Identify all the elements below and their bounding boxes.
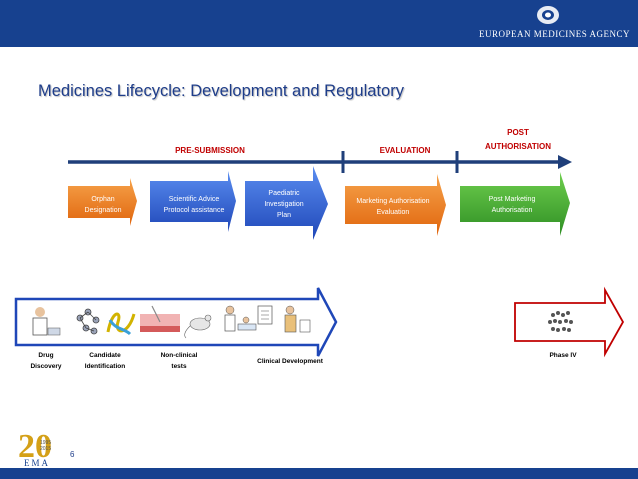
stage-candidate-line-2: Identification bbox=[84, 363, 126, 370]
timeline-arrowhead bbox=[558, 155, 572, 169]
orphan-line-2: Designation bbox=[84, 207, 122, 214]
stage-phase-iv: Phase IV bbox=[549, 352, 577, 359]
anniversary-logo: 20 bbox=[18, 428, 52, 465]
tissue-illustration bbox=[140, 305, 180, 332]
marketing-line-1: Marketing Authorisation bbox=[356, 198, 430, 205]
marketing-authorisation-label: Marketing Authorisation Evaluation bbox=[345, 196, 441, 218]
scientific-advice-arrow bbox=[150, 171, 236, 232]
protein-illustration bbox=[106, 312, 136, 336]
paediatric-line-2: Investigation bbox=[264, 201, 304, 208]
lab-mouse-illustration bbox=[184, 314, 212, 339]
stage-non-clinical-tests: Non-clinical tests bbox=[148, 350, 210, 372]
phase-label-pre-submission: PRE-SUBMISSION bbox=[175, 146, 245, 155]
scientific-advice-label: Scientific Advice Protocol assistance bbox=[152, 194, 236, 216]
paediatric-plan-label: Paediatric Investigation Plan bbox=[248, 188, 320, 221]
doctor-patient-illustration bbox=[224, 305, 257, 332]
paediatric-arrow bbox=[245, 166, 328, 240]
post-marketing-label: Post Marketing Authorisation bbox=[462, 194, 562, 216]
orphan-line-1: Orphan bbox=[91, 196, 115, 203]
clinician-illustration bbox=[284, 305, 311, 333]
stage-drug-discovery-line-2: Discovery bbox=[30, 363, 62, 370]
agency-emblem-icon bbox=[537, 6, 559, 24]
chart-document-illustration bbox=[257, 305, 273, 325]
stage-candidate-identification: Candidate Identification bbox=[74, 350, 136, 372]
stage-clinical-development: Clinical Development bbox=[257, 358, 323, 365]
orphan-arrow bbox=[68, 178, 137, 226]
marketing-line-2: Evaluation bbox=[376, 209, 410, 216]
footer-bar bbox=[0, 468, 638, 479]
phase-label-authorisation: AUTHORISATION bbox=[484, 142, 552, 151]
agency-name: EUROPEAN MEDICINES AGENCY bbox=[478, 29, 630, 39]
post-marketing-arrow bbox=[460, 172, 570, 236]
stage-candidate-line-1: Candidate bbox=[89, 352, 121, 359]
anniversary-years: 1995 2015 bbox=[40, 440, 52, 452]
paediatric-line-3: Plan bbox=[276, 212, 291, 219]
stage-non-clinical-line-2: tests bbox=[171, 363, 187, 370]
stage-non-clinical-line-1: Non-clinical bbox=[160, 352, 198, 359]
scientific-advice-line-2: Protocol assistance bbox=[163, 207, 225, 214]
post-marketing-line-1: Post Marketing bbox=[488, 196, 536, 203]
orphan-designation-label: Orphan Designation bbox=[72, 194, 134, 216]
population-crowd-illustration bbox=[548, 311, 573, 332]
ema-acronym: EMA bbox=[24, 458, 50, 468]
header-bar bbox=[0, 0, 638, 47]
drug-discovery-illustration bbox=[32, 307, 61, 336]
molecule-illustration bbox=[76, 308, 100, 335]
phase-label-evaluation: EVALUATION bbox=[379, 146, 431, 155]
phase-label-post: POST bbox=[507, 128, 529, 137]
paediatric-line-1: Paediatric bbox=[268, 190, 300, 197]
stage-drug-discovery: Drug Discovery bbox=[22, 350, 70, 372]
stage-drug-discovery-line-1: Drug bbox=[38, 352, 54, 359]
slide-title: Medicines Lifecycle: Development and Reg… bbox=[38, 82, 404, 100]
marketing-arrow bbox=[345, 174, 446, 236]
scientific-advice-line-1: Scientific Advice bbox=[168, 196, 220, 203]
post-marketing-line-2: Authorisation bbox=[491, 207, 533, 214]
page-number: 6 bbox=[70, 450, 75, 459]
